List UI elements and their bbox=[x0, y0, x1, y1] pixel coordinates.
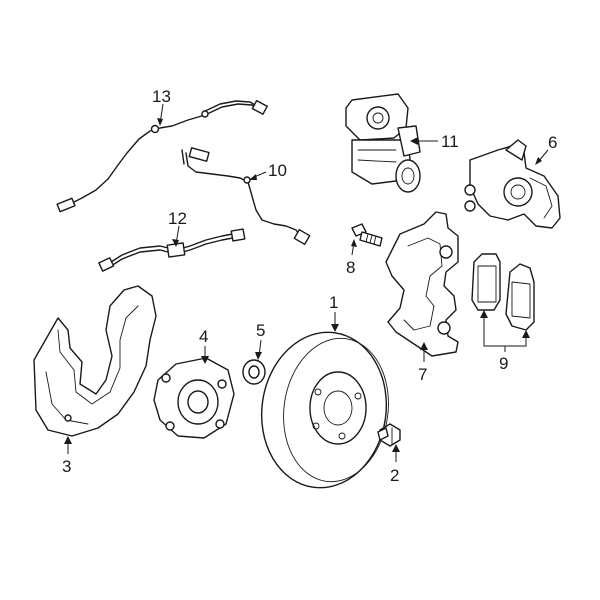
leader-lines bbox=[64, 103, 549, 462]
part-12-brake-hose[interactable] bbox=[98, 228, 246, 272]
callout-4: 4 bbox=[199, 327, 208, 346]
part-4-wheel-hub[interactable] bbox=[153, 357, 235, 439]
part-6-caliper[interactable] bbox=[464, 139, 561, 229]
part-3-splash-shield[interactable] bbox=[33, 285, 157, 437]
callout-2: 2 bbox=[390, 466, 399, 485]
callout-10: 10 bbox=[268, 161, 287, 180]
callout-5: 5 bbox=[256, 321, 265, 340]
callout-12: 12 bbox=[168, 209, 187, 228]
part-2-rotor-bolt[interactable] bbox=[377, 423, 401, 447]
callout-1: 1 bbox=[329, 293, 338, 312]
callout-8: 8 bbox=[346, 258, 355, 277]
callout-9: 9 bbox=[499, 354, 508, 373]
part-10-abs-sensor-wire[interactable] bbox=[181, 147, 311, 246]
callout-11: 11 bbox=[441, 132, 459, 151]
callout-6: 6 bbox=[548, 133, 557, 152]
part-13-abs-sensor-wire[interactable] bbox=[56, 99, 268, 213]
callout-7: 7 bbox=[418, 365, 427, 384]
callout-3: 3 bbox=[62, 457, 71, 476]
part-8-caliper-bolt[interactable] bbox=[351, 223, 383, 247]
part-7-caliper-bracket[interactable] bbox=[385, 211, 459, 357]
callouts: 13 10 12 11 6 8 7 9 3 4 5 1 2 bbox=[62, 87, 557, 485]
part-9-brake-pads[interactable] bbox=[471, 253, 535, 331]
part-5-hub-nut[interactable] bbox=[242, 359, 266, 385]
part-1-brake-rotor[interactable] bbox=[252, 324, 398, 496]
part-11-caliper-motor[interactable] bbox=[345, 93, 421, 193]
callout-13: 13 bbox=[152, 87, 171, 106]
